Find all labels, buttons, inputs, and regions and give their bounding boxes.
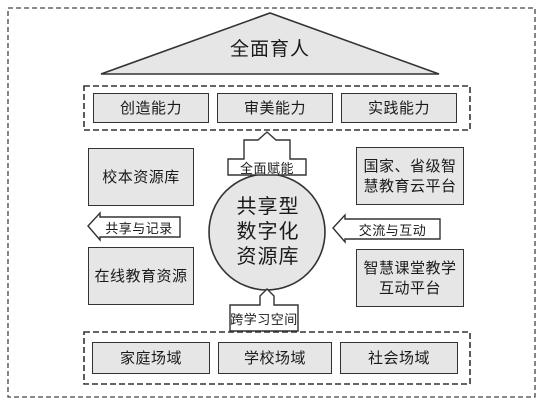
- ability-box-creativity: 创造能力: [93, 93, 209, 123]
- arrow-up-label: 全面赋能: [239, 161, 294, 177]
- arrow-up-shape: [227, 131, 307, 176]
- center-line-2: 数字化: [236, 219, 300, 243]
- ability-box-practice: 实践能力: [341, 93, 457, 123]
- center-title: 共享型 数字化 资源库: [208, 194, 328, 269]
- right-box-cloud-line-1: 国家、省级智: [363, 157, 457, 175]
- right-box-classroom-line-1: 智慧课堂教学: [363, 259, 457, 277]
- roof-triangle: [100, 12, 440, 75]
- right-box-cloud-platform: 国家、省级智 慧教育云平台: [356, 147, 464, 205]
- roof-title: 全面育人: [229, 38, 310, 60]
- scene-box-family: 家庭场域: [92, 342, 210, 374]
- arrow-down-label: 跨学习空间: [230, 312, 298, 328]
- center-line-3: 资源库: [236, 244, 300, 268]
- left-box-school-resources: 校本资源库: [88, 148, 194, 206]
- arrow-right-label: 交流与互动: [358, 223, 427, 239]
- arrow-left-label: 共享与记录: [105, 221, 173, 237]
- ability-box-aesthetics: 审美能力: [217, 93, 333, 123]
- center-line-1: 共享型: [236, 194, 300, 218]
- abilities-group-frame: [83, 85, 471, 131]
- left-box-online-resources: 在线教育资源: [88, 247, 194, 305]
- scene-box-society: 社会场域: [340, 342, 458, 374]
- arrow-left-shape: [87, 211, 181, 242]
- outer-frame: [7, 7, 536, 398]
- arrow-down-shape: [229, 288, 299, 332]
- right-box-classroom-line-2: 互动平台: [378, 279, 441, 297]
- right-box-classroom-platform: 智慧课堂教学 互动平台: [356, 249, 464, 307]
- scenes-group-frame: [83, 331, 471, 385]
- scene-box-school: 学校场域: [218, 342, 332, 374]
- right-box-cloud-line-2: 慧教育云平台: [363, 177, 457, 195]
- arrow-right-shape: [332, 213, 441, 244]
